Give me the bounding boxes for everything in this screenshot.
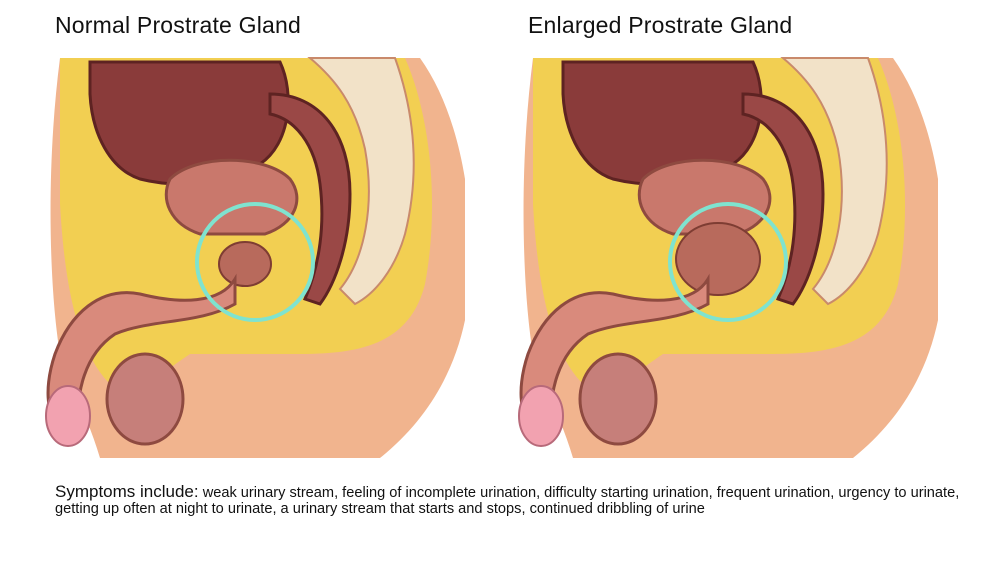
sacrum-bone <box>307 57 415 306</box>
rectum <box>741 92 825 306</box>
symptoms-caption: Symptoms include: weak urinary stream, f… <box>55 482 965 517</box>
enlarged-gland-title: Enlarged Prostrate Gland <box>528 12 793 38</box>
highlight-ring <box>668 202 788 322</box>
bladder <box>637 158 772 236</box>
rectum <box>268 92 352 306</box>
normal-anatomy-svg <box>45 57 465 458</box>
enlarged-anatomy-svg <box>518 57 938 458</box>
bladder <box>164 158 299 236</box>
enlarged-anatomy-illustration <box>493 54 938 458</box>
testicle <box>578 352 658 446</box>
highlight-ring <box>195 202 315 322</box>
glans <box>45 385 91 447</box>
glans <box>518 385 564 447</box>
testicle <box>105 352 185 446</box>
symptoms-lead: Symptoms include: <box>55 482 199 501</box>
prostate-gland <box>218 241 272 287</box>
normal-anatomy-illustration <box>20 54 465 458</box>
normal-gland-title: Normal Prostrate Gland <box>55 12 301 38</box>
prostate-gland <box>675 222 761 296</box>
sacrum-bone <box>780 57 888 306</box>
symptoms-text: weak urinary stream, feeling of incomple… <box>55 485 960 517</box>
